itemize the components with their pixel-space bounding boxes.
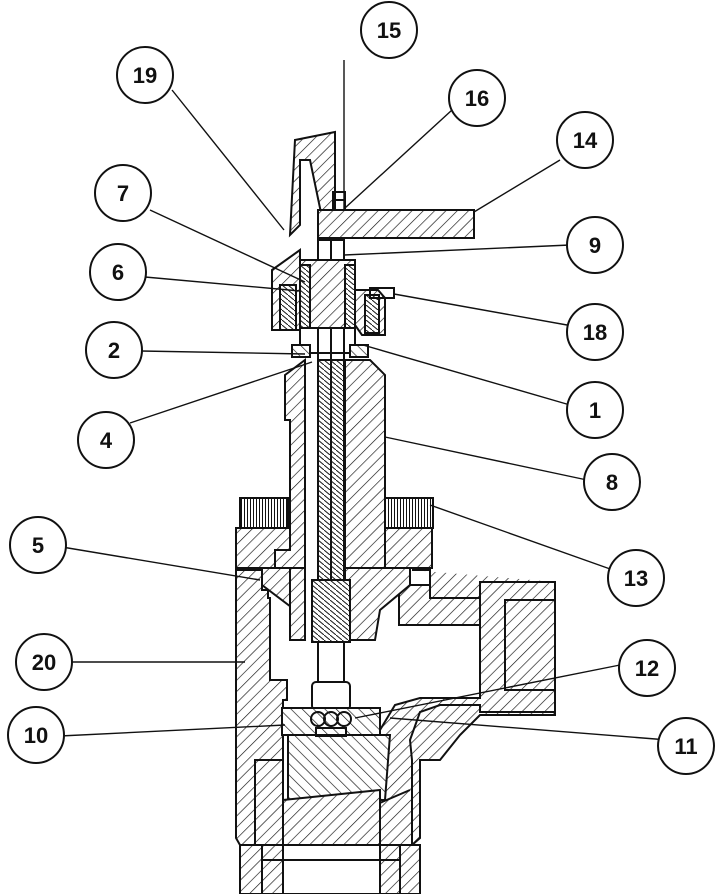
- svg-text:13: 13: [624, 566, 648, 591]
- callout-8: 8: [583, 453, 641, 511]
- callout-9: 9: [566, 216, 624, 274]
- svg-text:15: 15: [377, 18, 401, 43]
- callout-7: 7: [94, 164, 152, 222]
- callout-5: 5: [9, 516, 67, 574]
- svg-text:4: 4: [100, 428, 113, 453]
- disc: [281, 707, 411, 846]
- svg-text:2: 2: [108, 338, 120, 363]
- handle: [317, 191, 475, 239]
- svg-text:10: 10: [24, 723, 48, 748]
- leader-lines: [59, 60, 669, 741]
- callout-14: 14: [556, 111, 614, 169]
- svg-text:16: 16: [465, 86, 489, 111]
- svg-text:14: 14: [573, 128, 598, 153]
- svg-text:11: 11: [674, 734, 697, 759]
- svg-text:5: 5: [32, 533, 44, 558]
- svg-text:12: 12: [635, 656, 659, 681]
- callout-15: 15: [360, 1, 418, 59]
- callout-1: 1: [566, 381, 624, 439]
- callout-13: 13: [607, 549, 665, 607]
- callout-10: 10: [7, 706, 65, 764]
- callout-2: 2: [85, 321, 143, 379]
- svg-text:19: 19: [133, 63, 157, 88]
- svg-text:9: 9: [589, 233, 601, 258]
- callout-18: 18: [566, 303, 624, 361]
- svg-text:1: 1: [589, 398, 601, 423]
- stem: [311, 239, 351, 711]
- svg-text:7: 7: [117, 181, 129, 206]
- callout-11: 11: [657, 717, 715, 775]
- callout-4: 4: [77, 411, 135, 469]
- callout-6: 6: [89, 243, 147, 301]
- callout-16: 16: [448, 69, 506, 127]
- callout-19: 19: [116, 46, 174, 104]
- svg-text:18: 18: [583, 320, 607, 345]
- svg-text:20: 20: [32, 650, 56, 675]
- valve-body: [235, 569, 556, 894]
- svg-text:8: 8: [606, 470, 618, 495]
- bonnet: [235, 358, 433, 641]
- callout-12: 12: [618, 639, 676, 697]
- svg-text:6: 6: [112, 260, 124, 285]
- stud-nuts: [239, 497, 434, 529]
- bushing: [291, 259, 369, 358]
- callout-20: 20: [15, 633, 73, 691]
